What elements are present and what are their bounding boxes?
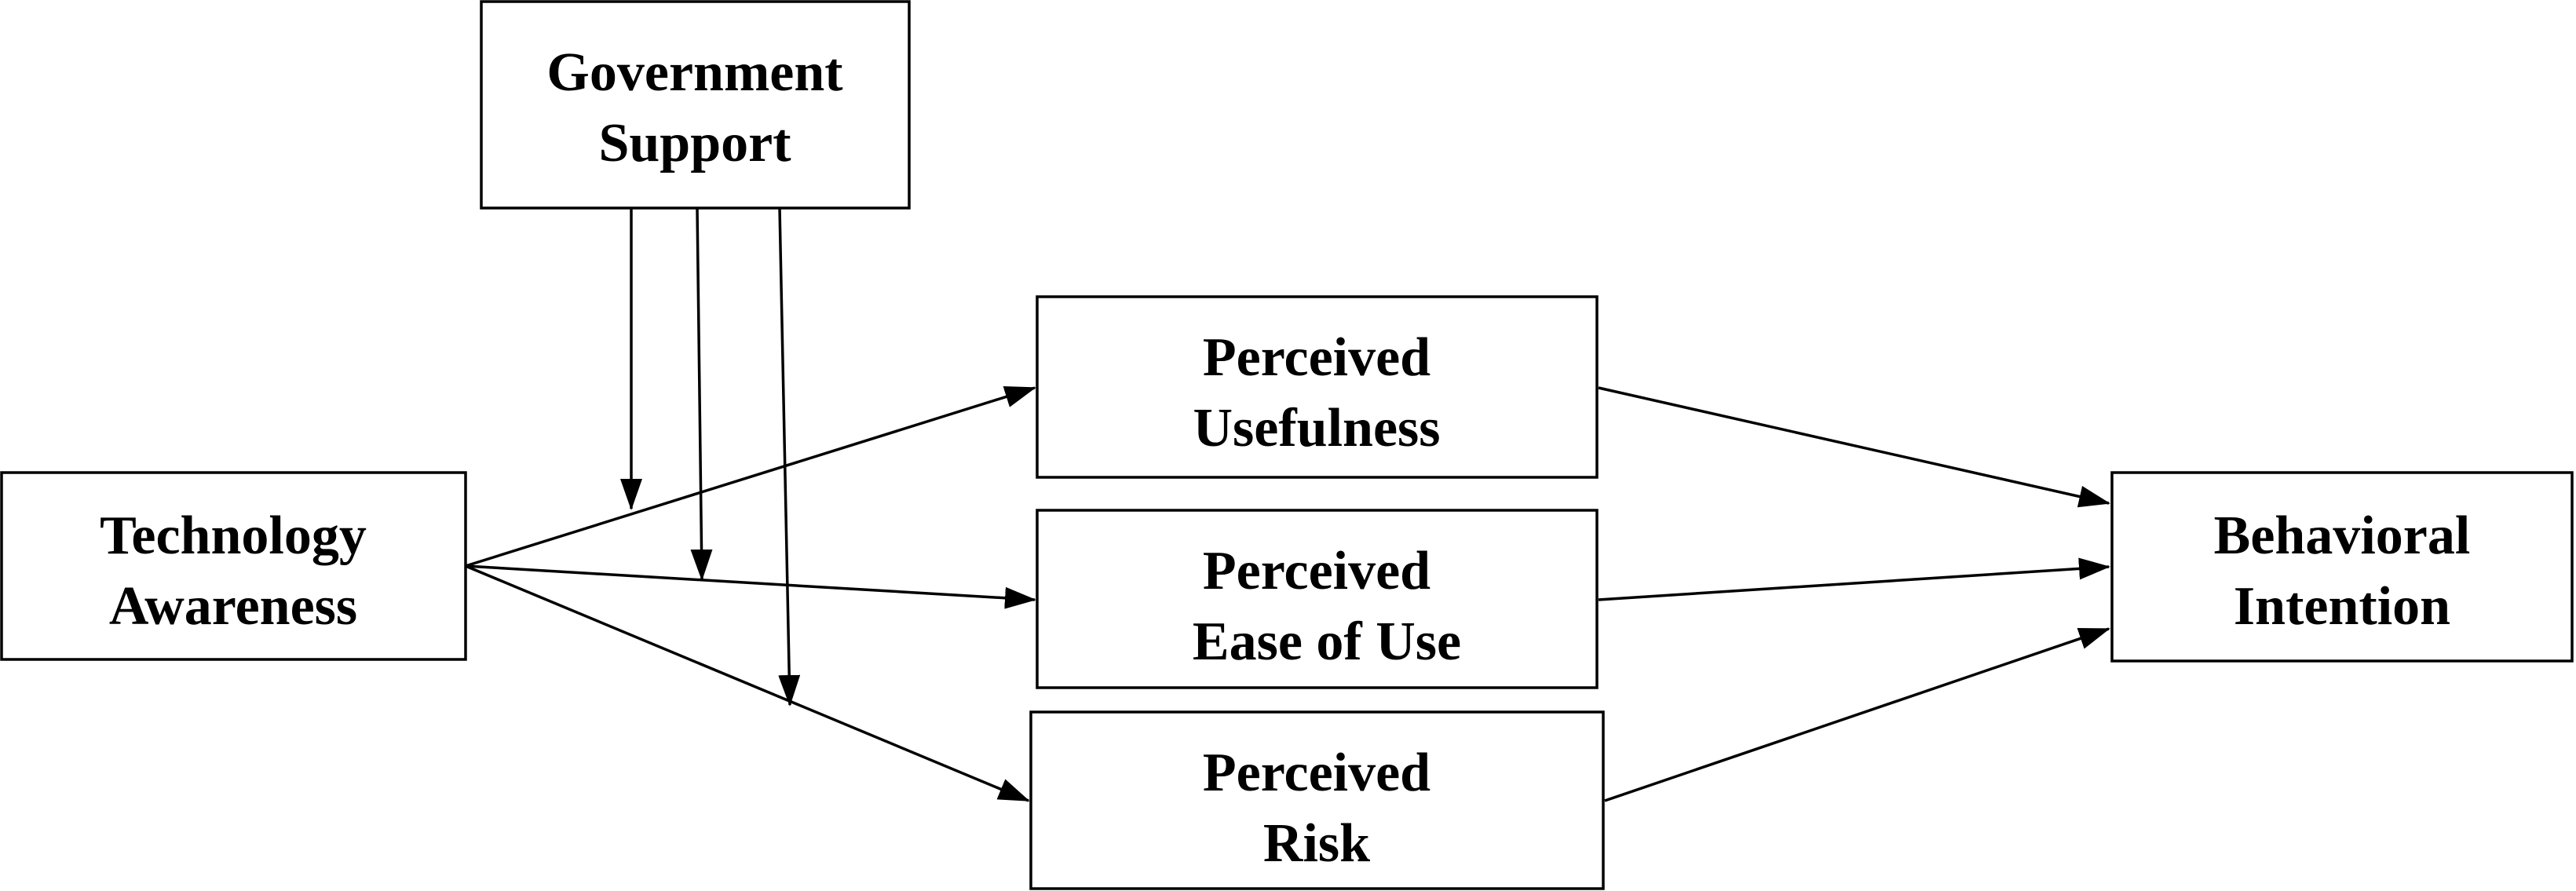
node-label-line: Usefulness bbox=[1193, 398, 1440, 458]
node-label-line: Ease of Use bbox=[1193, 612, 1461, 672]
edge-awareness-to-ease-of-use bbox=[465, 564, 1036, 609]
edge-usefulness-to-intention bbox=[1598, 386, 2110, 508]
node-label-line: Government bbox=[546, 42, 842, 103]
node-label-line: Perceived bbox=[1203, 327, 1431, 388]
moderation-edge-risk-path bbox=[778, 207, 801, 707]
node-behavioral-intention: Behavioral Intention bbox=[2110, 471, 2574, 663]
edge-ease-of-use-to-intention bbox=[1598, 557, 2110, 601]
edge-awareness-to-usefulness bbox=[465, 385, 1036, 568]
node-label-line: Intention bbox=[2234, 576, 2450, 637]
node-label-line: Risk bbox=[1263, 813, 1370, 874]
node-technology-awareness: Technology Awareness bbox=[0, 471, 467, 661]
node-label-line: Perceived bbox=[1203, 541, 1431, 601]
node-label-line: Support bbox=[598, 113, 791, 173]
node-label-line: Awareness bbox=[109, 576, 357, 637]
node-label-line: Behavioral bbox=[2214, 506, 2471, 566]
node-perceived-ease-of-use: Perceived Ease of Use bbox=[1036, 509, 1599, 689]
moderation-edge-ease-of-use-path bbox=[690, 207, 713, 581]
edge-awareness-to-risk bbox=[465, 564, 1030, 802]
node-perceived-risk: Perceived Risk bbox=[1029, 710, 1605, 890]
node-label-line: Technology bbox=[100, 506, 367, 566]
node-label-line: Perceived bbox=[1203, 743, 1431, 803]
node-government-support: Government Support bbox=[480, 0, 911, 210]
edge-risk-to-intention bbox=[1604, 627, 2110, 802]
node-perceived-usefulness: Perceived Usefulness bbox=[1036, 295, 1599, 479]
